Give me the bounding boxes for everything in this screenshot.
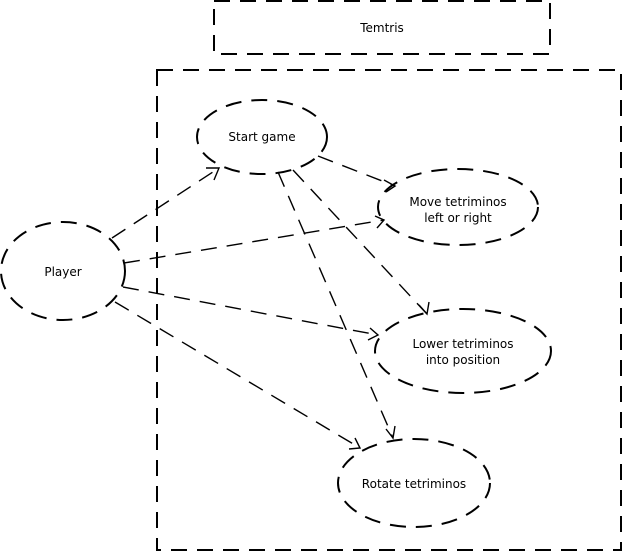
- use-case-move-label-line2: left or right: [424, 211, 492, 225]
- arrowhead-start-move: [383, 179, 397, 193]
- arrowhead-start-lower: [418, 301, 430, 316]
- use-case-lower-label-line2: into position: [426, 353, 500, 367]
- edge-player-lower: [122, 286, 379, 336]
- use-case-lower-label-line1: Lower tetriminos: [412, 337, 513, 351]
- arrowhead-start-rotate: [385, 425, 396, 440]
- edge-player-start: [111, 167, 220, 239]
- edge-start-move: [317, 155, 396, 187]
- edge-start-lower: [292, 169, 428, 315]
- edge-player-rotate: [114, 301, 361, 449]
- title-box: [213, 0, 551, 55]
- edge-player-move: [123, 219, 385, 264]
- use-case-lower: [374, 308, 552, 394]
- diagram-title: Temtris: [359, 21, 404, 35]
- use-case-start-game-label: Start game: [228, 130, 295, 144]
- use-case-start-game: [196, 99, 328, 175]
- arrowhead-player-move: [374, 215, 386, 229]
- use-case-rotate: [337, 438, 491, 528]
- system-boundary: [156, 69, 622, 551]
- use-case-rotate-label: Rotate tetriminos: [362, 477, 466, 491]
- use-case-move: [377, 168, 539, 246]
- actor-player-label: Player: [44, 265, 81, 279]
- arrowhead-player-lower: [367, 327, 380, 341]
- edge-start-rotate: [277, 171, 394, 439]
- arrowhead-player-rotate: [348, 437, 362, 450]
- use-case-move-label-line1: Move tetriminos: [409, 195, 506, 209]
- actor-player-ellipse: [0, 221, 126, 321]
- arrowhead-player-start: [206, 167, 221, 181]
